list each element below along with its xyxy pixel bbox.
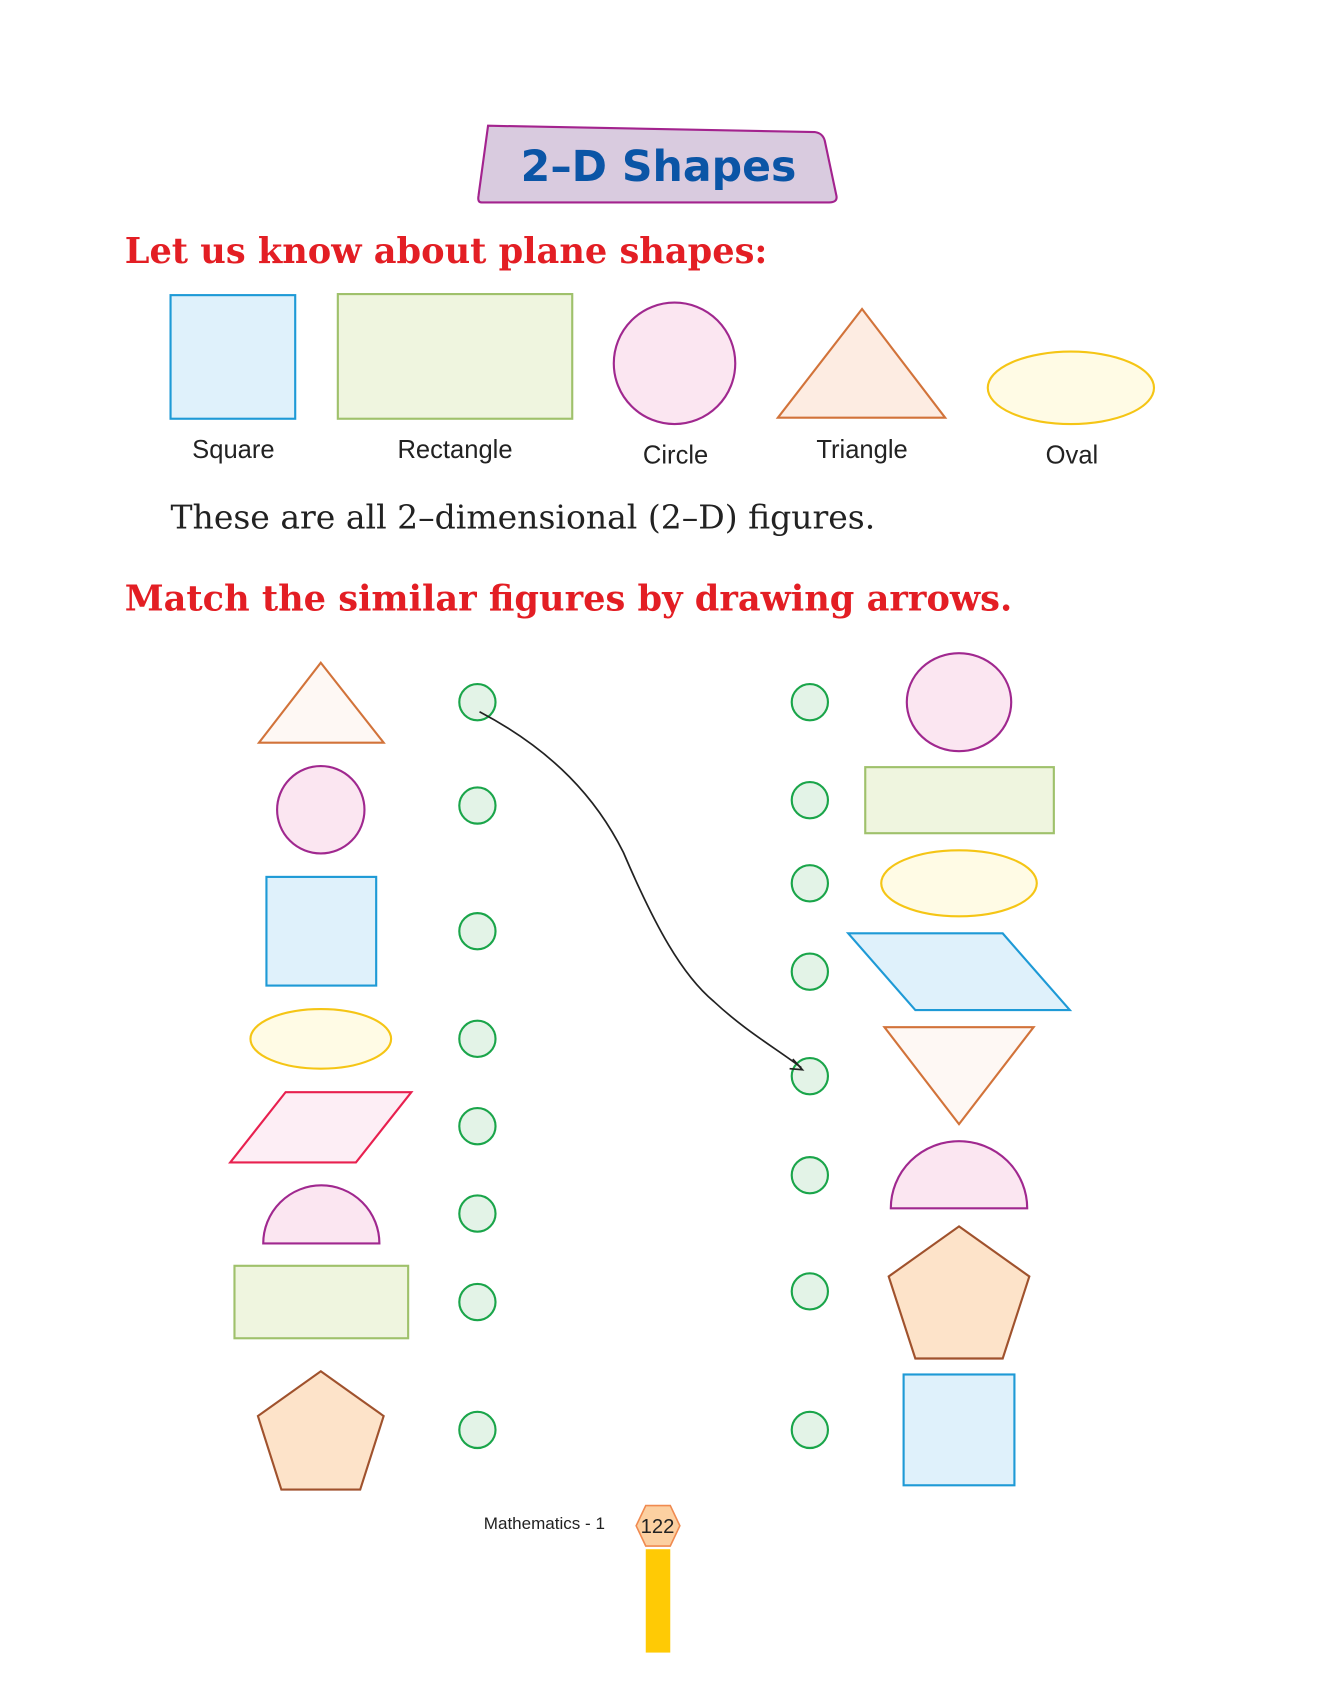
example-arrow bbox=[479, 710, 805, 1071]
match-dot-right-7[interactable] bbox=[790, 1272, 830, 1311]
right-semicircle bbox=[889, 1140, 1029, 1210]
left-square bbox=[265, 875, 378, 987]
match-dot-left-6[interactable] bbox=[458, 1194, 497, 1233]
right-circle bbox=[905, 652, 1013, 753]
footer-book-title: Mathematics - 1 bbox=[484, 1514, 605, 1533]
oval-shape bbox=[986, 350, 1156, 426]
match-dot-left-1[interactable] bbox=[458, 682, 497, 722]
note-text: These are all 2–dimensional (2–D) figure… bbox=[171, 497, 876, 536]
right-dots bbox=[790, 682, 830, 1450]
match-dot-left-5[interactable] bbox=[458, 1107, 497, 1146]
right-parallelogram bbox=[845, 932, 1073, 1012]
page-number: 122 bbox=[641, 1516, 675, 1538]
label-circle: Circle bbox=[643, 441, 708, 469]
section2-heading: Match the similar figures by drawing arr… bbox=[125, 579, 1012, 620]
right-pentagon bbox=[887, 1225, 1031, 1360]
left-semicircle bbox=[262, 1184, 381, 1245]
page-number-badge bbox=[635, 1504, 681, 1547]
match-dot-right-4[interactable] bbox=[790, 952, 830, 991]
right-rectangle bbox=[864, 766, 1055, 835]
label-oval: Oval bbox=[1046, 441, 1099, 469]
left-circle bbox=[276, 765, 366, 855]
label-triangle: Triangle bbox=[816, 436, 907, 464]
left-dots bbox=[458, 682, 497, 1450]
left-pentagon bbox=[256, 1369, 385, 1491]
left-triangle bbox=[256, 661, 386, 744]
match-dot-left-3[interactable] bbox=[458, 912, 497, 951]
match-dot-left-8[interactable] bbox=[458, 1410, 497, 1450]
section1-heading: Let us know about plane shapes: bbox=[125, 231, 768, 272]
title-banner: 2–D Shapes bbox=[477, 124, 838, 204]
footer-bar bbox=[645, 1549, 671, 1653]
left-parallelogram bbox=[228, 1091, 414, 1164]
match-dot-right-3[interactable] bbox=[790, 864, 830, 903]
match-dot-left-2[interactable] bbox=[458, 786, 497, 825]
circle-shape bbox=[612, 301, 737, 426]
right-square bbox=[902, 1373, 1016, 1487]
label-rectangle: Rectangle bbox=[397, 436, 512, 464]
match-dot-right-2[interactable] bbox=[790, 781, 830, 820]
match-dot-left-4[interactable] bbox=[458, 1019, 497, 1059]
right-oval bbox=[880, 849, 1038, 918]
left-rectangle bbox=[233, 1264, 410, 1340]
match-dot-right-6[interactable] bbox=[790, 1156, 830, 1195]
label-square: Square bbox=[192, 436, 274, 464]
triangle-shape bbox=[775, 307, 948, 419]
right-inverted-triangle bbox=[882, 1026, 1036, 1126]
rectangle-shape bbox=[336, 293, 574, 420]
square-shape bbox=[169, 294, 297, 420]
page-title: 2–D Shapes bbox=[521, 142, 797, 192]
left-oval bbox=[249, 1007, 393, 1070]
match-dot-left-7[interactable] bbox=[458, 1282, 497, 1322]
match-dot-right-8[interactable] bbox=[790, 1410, 830, 1450]
match-dot-right-1[interactable] bbox=[790, 682, 830, 722]
